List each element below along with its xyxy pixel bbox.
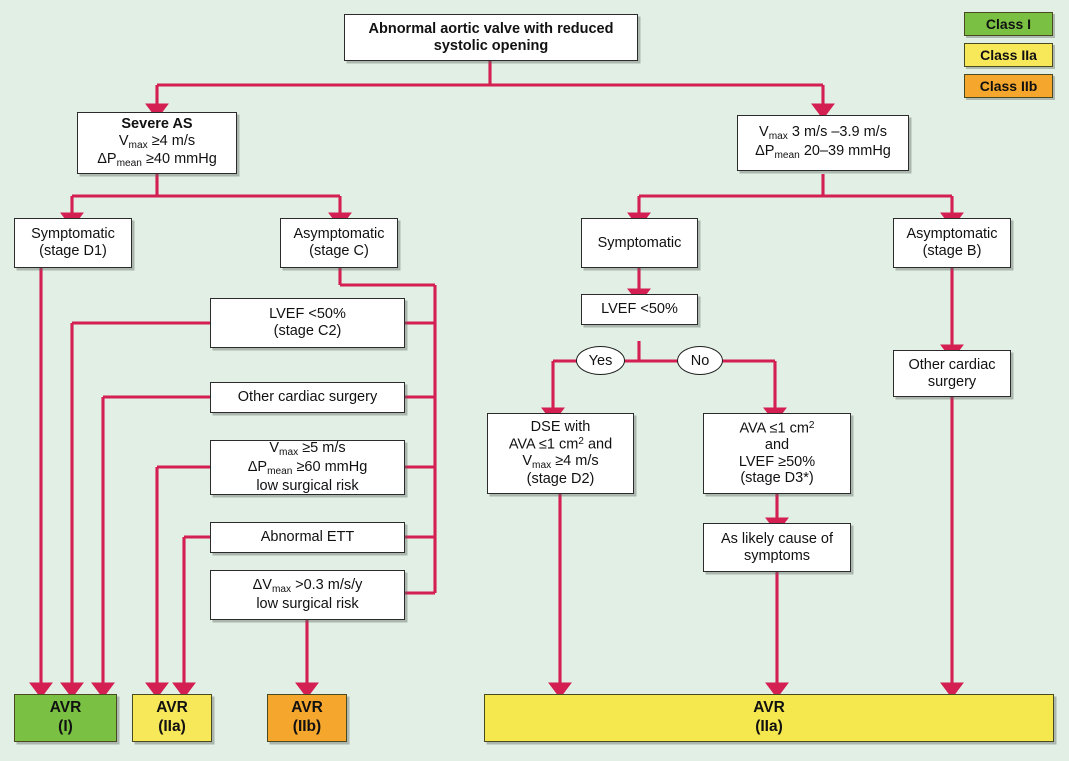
outcome-avr-class-iia-right-line2: (IIa) <box>755 718 783 735</box>
node-abnormal-ett: Abnormal ETT <box>210 522 405 553</box>
node-ava-d3-line3: LVEF ≥50% <box>738 453 816 470</box>
outcome-avr-class-i: AVR (I) <box>14 694 117 742</box>
node-as-likely-cause-line1: As likely cause of <box>720 530 834 547</box>
outcome-avr-class-iib-line2: (IIb) <box>292 718 322 735</box>
node-symptomatic-middle-label: Symptomatic <box>597 234 682 251</box>
outcome-avr-class-iia-left-line2: (IIa) <box>158 718 186 735</box>
node-lvef-c2-line2: (stage C2) <box>273 323 342 339</box>
legend-class-i: Class I <box>964 12 1053 36</box>
node-severe-as-title: Severe AS <box>121 115 193 132</box>
legend-class-iib: Class IIb <box>964 74 1053 98</box>
node-root: Abnormal aortic valve with reduced systo… <box>344 14 638 61</box>
node-ava-d3-line2: and <box>764 436 790 453</box>
node-asymptomatic-b-line1: Asymptomatic <box>906 226 998 243</box>
node-asymptomatic-c: Asymptomatic (stage C) <box>280 218 398 268</box>
node-symptomatic-middle: Symptomatic <box>581 218 698 268</box>
node-other-cardiac-surgery-right-line1: Other cardiac <box>908 356 996 373</box>
node-other-cardiac-surgery-right-line2: surgery <box>927 373 977 390</box>
node-lvef-c2-line1: LVEF <50% <box>269 306 346 323</box>
node-vmax-5-line2: ΔPmean ≥60 mmHg <box>247 459 368 477</box>
node-symptomatic-d1-line1: Symptomatic <box>31 226 115 243</box>
node-root-line1: Abnormal aortic valve with reduced <box>368 20 614 37</box>
node-dse-line3: Vmax ≥4 m/s <box>522 452 599 471</box>
legend-class-iia-label: Class IIa <box>980 47 1037 63</box>
node-other-cardiac-surgery-right: Other cardiac surgery <box>893 350 1011 397</box>
node-as-likely-cause-line2: symptoms <box>743 547 811 564</box>
node-as-likely-cause: As likely cause of symptoms <box>703 523 851 572</box>
outcome-avr-class-iia-right: AVR (IIa) <box>484 694 1054 742</box>
node-asymptomatic-b: Asymptomatic (stage B) <box>893 218 1011 268</box>
legend-class-i-label: Class I <box>985 16 1032 32</box>
outcome-avr-class-i-line2: (I) <box>58 718 73 735</box>
node-moderate-as: Vmax 3 m/s –3.9 m/s ΔPmean 20–39 mmHg <box>737 115 909 171</box>
outcome-avr-class-iia-left: AVR (IIa) <box>132 694 212 742</box>
outcome-avr-class-i-line1: AVR <box>49 699 82 717</box>
decision-no: No <box>677 346 723 375</box>
node-other-cardiac-surgery-left-label: Other cardiac surgery <box>237 389 378 406</box>
legend-class-iia: Class IIa <box>964 43 1053 67</box>
decision-yes-label: Yes <box>588 352 613 369</box>
node-dse-line1: DSE with <box>530 418 591 435</box>
node-vmax-5-line3: low surgical risk <box>256 477 359 494</box>
node-ava-d3: AVA ≤1 cm2 and LVEF ≥50% (stage D3*) <box>703 413 851 494</box>
node-dse-line2: AVA ≤1 cm2 and <box>508 435 613 452</box>
node-dse-line4: (stage D2) <box>526 471 595 488</box>
node-delta-vmax-line1: ΔVmax >0.3 m/s/y <box>252 577 363 596</box>
node-abnormal-ett-label: Abnormal ETT <box>260 529 355 546</box>
node-lvef-c2: LVEF <50% (stage C2) <box>210 298 405 348</box>
node-asymptomatic-c-line1: Asymptomatic <box>293 226 385 243</box>
node-delta-vmax-line2: low surgical risk <box>256 595 359 612</box>
node-asymptomatic-c-line2: (stage C) <box>309 243 369 259</box>
node-symptomatic-d1: Symptomatic (stage D1) <box>14 218 132 268</box>
node-delta-vmax: ΔVmax >0.3 m/s/y low surgical risk <box>210 570 405 620</box>
decision-no-label: No <box>690 352 710 369</box>
node-severe-as-gradient: ΔPmean ≥40 mmHg <box>97 151 217 170</box>
outcome-avr-class-iia-right-line1: AVR <box>753 699 785 717</box>
node-lvef-middle: LVEF <50% <box>581 294 698 325</box>
node-root-line2: systolic opening <box>433 37 549 54</box>
outcome-avr-class-iib: AVR (IIb) <box>267 694 347 742</box>
node-lvef-middle-label: LVEF <50% <box>601 301 678 318</box>
decision-yes: Yes <box>576 346 625 375</box>
node-severe-as: Severe AS Vmax ≥4 m/s ΔPmean ≥40 mmHg <box>77 112 237 174</box>
outcome-avr-class-iib-line1: AVR <box>291 699 323 717</box>
node-asymptomatic-b-line2: (stage B) <box>922 243 982 259</box>
outcome-avr-class-iia-left-line1: AVR <box>156 699 188 717</box>
node-vmax-5: Vmax ≥5 m/s ΔPmean ≥60 mmHg low surgical… <box>210 440 405 495</box>
node-ava-d3-line1: AVA ≤1 cm2 <box>739 419 815 436</box>
node-ava-d3-line4: (stage D3*) <box>740 470 814 487</box>
node-symptomatic-d1-line2: (stage D1) <box>39 243 107 259</box>
node-vmax-5-line1: Vmax ≥5 m/s <box>269 440 346 459</box>
node-severe-as-vmax: Vmax ≥4 m/s <box>118 132 196 151</box>
legend-class-iib-label: Class IIb <box>979 78 1038 94</box>
node-moderate-as-vmax: Vmax 3 m/s –3.9 m/s <box>759 124 887 143</box>
node-other-cardiac-surgery-left: Other cardiac surgery <box>210 382 405 413</box>
node-dse: DSE with AVA ≤1 cm2 and Vmax ≥4 m/s (sta… <box>487 413 634 494</box>
node-moderate-as-gradient: ΔPmean 20–39 mmHg <box>755 143 891 161</box>
